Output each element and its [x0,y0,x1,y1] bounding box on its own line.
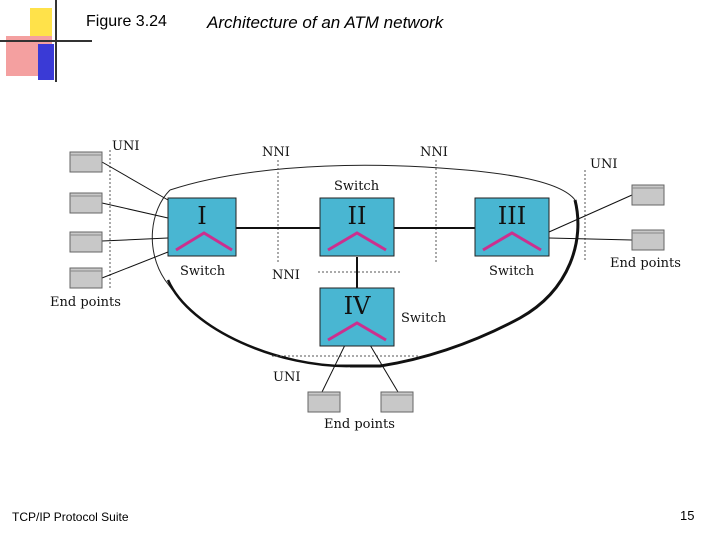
access-link-right-2 [548,237,633,241]
decor-blue-square [38,44,54,80]
label-endpoints-left: End points [50,295,121,310]
endpoint-left-2 [69,192,103,214]
endpoint-left-3 [69,231,103,253]
slide-title: Architecture of an ATM network [207,13,444,32]
label-uni-right: UNI [590,157,617,172]
label-nni-top-left: NNI [262,145,290,160]
page-number: 15 [680,508,695,523]
endpoint-bottom-1 [307,391,341,413]
access-link-left-2 [101,202,169,219]
switch-ii-glyph [327,231,387,252]
decor-horizontal-line [0,40,92,42]
endpoint-bottom-2 [380,391,414,413]
label-switch-ii: Switch [334,179,380,194]
switch-i-glyph [175,231,233,252]
switch-iv-roman: IV [344,292,371,320]
network-boundary-thick [350,199,580,368]
endpoint-left-4 [69,267,103,289]
switch-iv-glyph [327,321,387,342]
label-switch-iii: Switch [489,264,535,279]
label-uni-bottom: UNI [273,370,300,385]
access-link-left-3 [101,237,169,242]
switch-ii-roman: II [348,202,367,230]
switch-iii-roman: III [498,202,526,230]
label-nni-middle: NNI [272,268,300,283]
access-link-left-1 [101,161,169,201]
label-nni-top-right: NNI [420,145,448,160]
endpoint-right-2 [631,229,665,251]
switch-i: I [167,197,237,257]
label-endpoints-bottom: End points [324,417,395,432]
access-link-bottom-1 [321,344,346,393]
label-endpoints-right: End points [610,256,681,271]
label-uni-left: UNI [112,139,139,154]
figure-number: Figure 3.24 [86,13,167,30]
switch-iv: IV [319,287,395,347]
access-link-bottom-2 [369,344,399,393]
label-switch-iv: Switch [401,311,447,326]
switch-i-roman: I [197,202,206,230]
switch-iii-glyph [482,231,542,252]
network-boundary-left-arc [166,279,353,368]
endpoint-right-1 [631,184,665,206]
switch-ii: II [319,197,395,257]
access-link-right-1 [548,194,633,233]
access-link-left-4 [101,251,169,279]
switch-iii: III [474,197,550,257]
endpoint-left-1 [69,151,103,173]
network-boundary-thin-top [169,164,576,201]
footer-source: TCP/IP Protocol Suite [12,510,129,524]
label-switch-i: Switch [180,264,226,279]
